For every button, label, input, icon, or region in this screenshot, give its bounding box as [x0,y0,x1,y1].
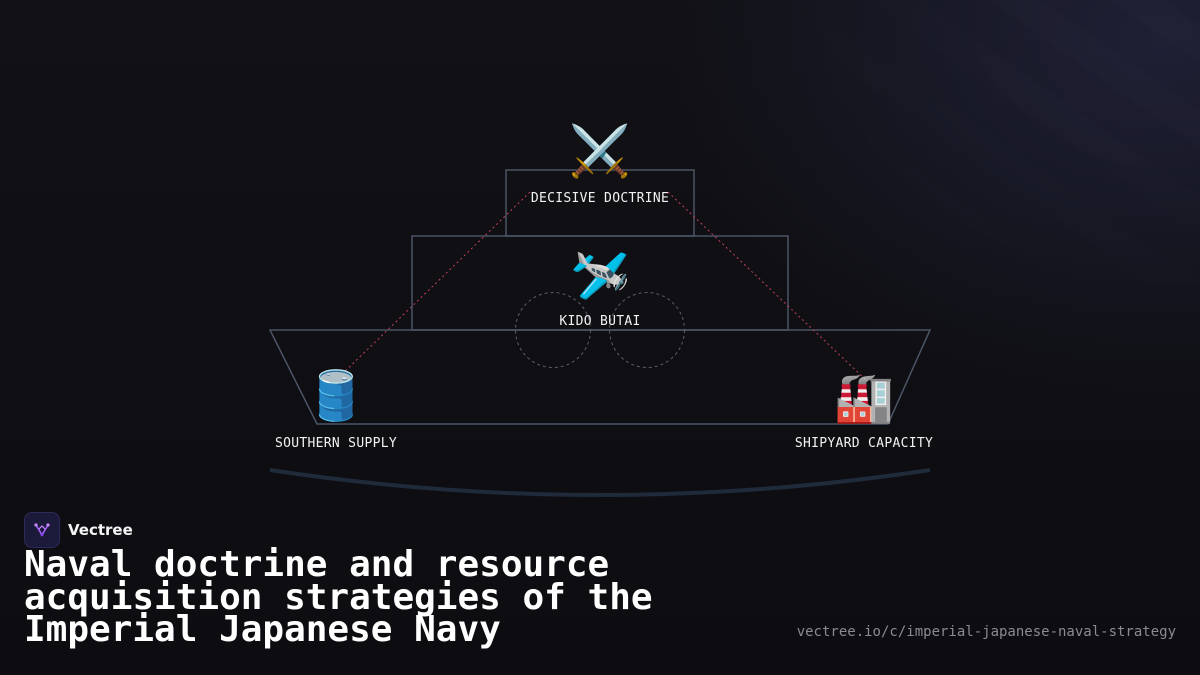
turret-circle-left [515,292,591,368]
source-url[interactable]: vectree.io/c/imperial-japanese-naval-str… [796,624,1176,640]
airplane-icon: 🛩️ [570,248,630,304]
node-label-southern-supply: SOUTHERN SUPPLY [275,436,397,451]
brand-name: Vectree [68,521,133,539]
node-label-shipyard-capacity: SHIPYARD CAPACITY [794,436,934,451]
ship-hull [268,329,932,425]
factory-icon: 🏭 [834,370,894,426]
ship-bridge [505,169,695,237]
oil-drum-icon: 🛢️ [306,368,366,424]
node-label-decisive-doctrine: DECISIVE DOCTRINE [530,191,670,206]
crossed-swords-icon: ⚔️ [568,122,632,180]
page-title: Naval doctrine and resource acquisition … [24,544,653,650]
vectree-logo-icon [24,512,60,548]
node-label-kido-butai: KIDO BUTAI [559,314,641,329]
brand[interactable]: Vectree [24,512,133,548]
link-doctrine-shipyard [667,191,867,381]
waterline [269,468,931,497]
link-doctrine-supply [337,191,531,379]
turret-circle-right [609,292,685,368]
